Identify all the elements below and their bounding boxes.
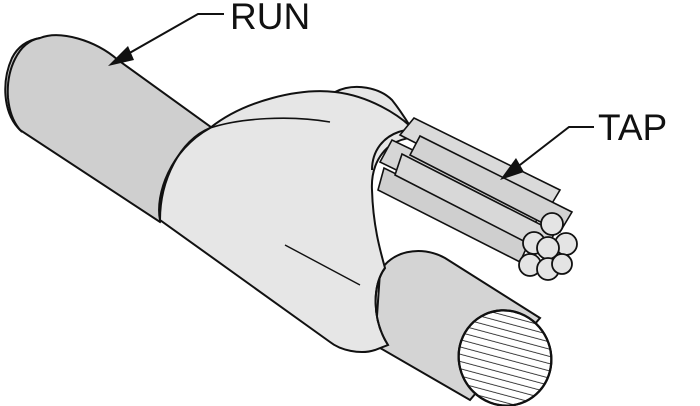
tap-label: TAP [598,107,667,148]
run-leader-line [125,13,224,56]
tap-callout: TAP [500,107,667,180]
run-conductor-right [373,250,553,406]
tap-arrowhead [500,158,524,180]
run-callout: RUN [108,0,310,66]
tap-conductor [377,117,578,281]
run-conductor-left [4,34,217,224]
tap-strand-ends [518,212,578,281]
run-label: RUN [230,0,310,37]
run-arrowhead [108,46,134,66]
tap-leader-line [515,126,594,169]
